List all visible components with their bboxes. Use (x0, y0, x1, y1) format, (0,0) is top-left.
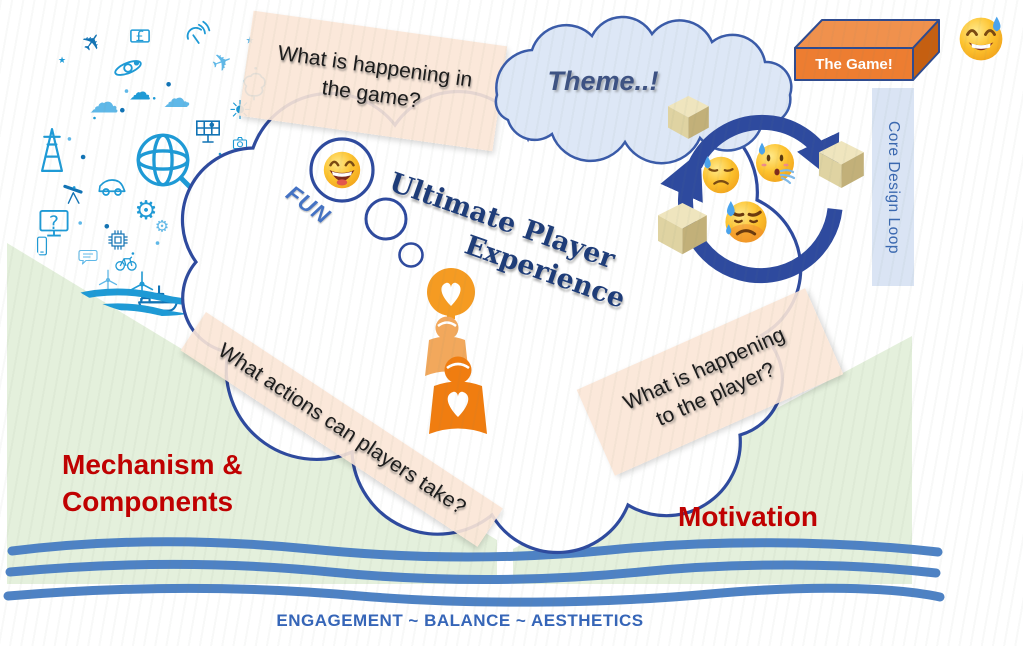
doodle-dot (124, 89, 129, 93)
doodle-dot (80, 154, 86, 160)
downcast-sweat-emoji (698, 152, 744, 198)
doodle-dot (72, 186, 76, 189)
svg-text:⚙: ⚙ (155, 217, 169, 236)
doodle-dot (152, 97, 156, 100)
doodle-dot (93, 116, 96, 120)
doodle-dot (166, 82, 171, 87)
doodle-dot (78, 221, 82, 225)
mechanism-components-title: Mechanism & Components (62, 446, 243, 520)
svg-text:★: ★ (58, 56, 66, 66)
theme-cloud (494, 15, 793, 165)
svg-text:☁: ☁ (89, 86, 119, 121)
star-icon: ★ (58, 56, 66, 66)
cloud-icon: ☁ (129, 81, 151, 106)
section-line: Mechanism & (62, 449, 243, 480)
game-box-label: The Game! (815, 56, 893, 73)
game-box-3d (794, 19, 940, 81)
doodle-dot (155, 241, 160, 245)
gear-icon: ⚙ (134, 196, 157, 226)
footer-engagement-balance-aesthetics: ENGAGEMENT ~ BALANCE ~ AESTHETICS (276, 611, 644, 630)
cloud-rain-icon: ☁ (163, 84, 189, 114)
water-waves (3, 537, 945, 607)
player-heart-icon (429, 356, 487, 434)
monitor-question-icon: ? (39, 210, 69, 237)
doodle-dot (185, 102, 190, 106)
heart-bulb-icon (427, 268, 475, 319)
gear-icon: ⚙ (155, 217, 169, 236)
cloud-icon: ☁ (89, 86, 119, 121)
anxious-sweat-emoji (720, 196, 772, 248)
svg-text:?: ? (49, 213, 59, 234)
svg-text:☁: ☁ (129, 81, 151, 106)
doodle-dot (104, 224, 110, 229)
svg-text:£: £ (135, 29, 144, 45)
doodle-dot (120, 107, 125, 113)
svg-text:⚙: ⚙ (134, 196, 157, 226)
theme-label: Theme..! (547, 66, 659, 96)
doodle-dot (67, 137, 72, 141)
doodle-dot (209, 122, 215, 128)
core-design-loop-label: Core Design Loop (872, 88, 914, 286)
exhaling-emoji (751, 139, 799, 187)
innovation-doodle-circle: ✈£✈★★☁☁☁☀⚙⚙⚙⚙? (36, 18, 293, 326)
loop-arrow-top (688, 114, 840, 184)
sweat-smile-emoji (954, 12, 1008, 66)
motivation-title: Motivation (678, 501, 818, 532)
section-line: Components (62, 486, 234, 517)
svg-text:☁: ☁ (163, 84, 189, 114)
core-design-loop-text: Core Design Loop (885, 120, 902, 254)
money-icon: £ (130, 29, 150, 45)
doodle-dot (131, 252, 135, 255)
player-idol-figure (425, 268, 487, 434)
